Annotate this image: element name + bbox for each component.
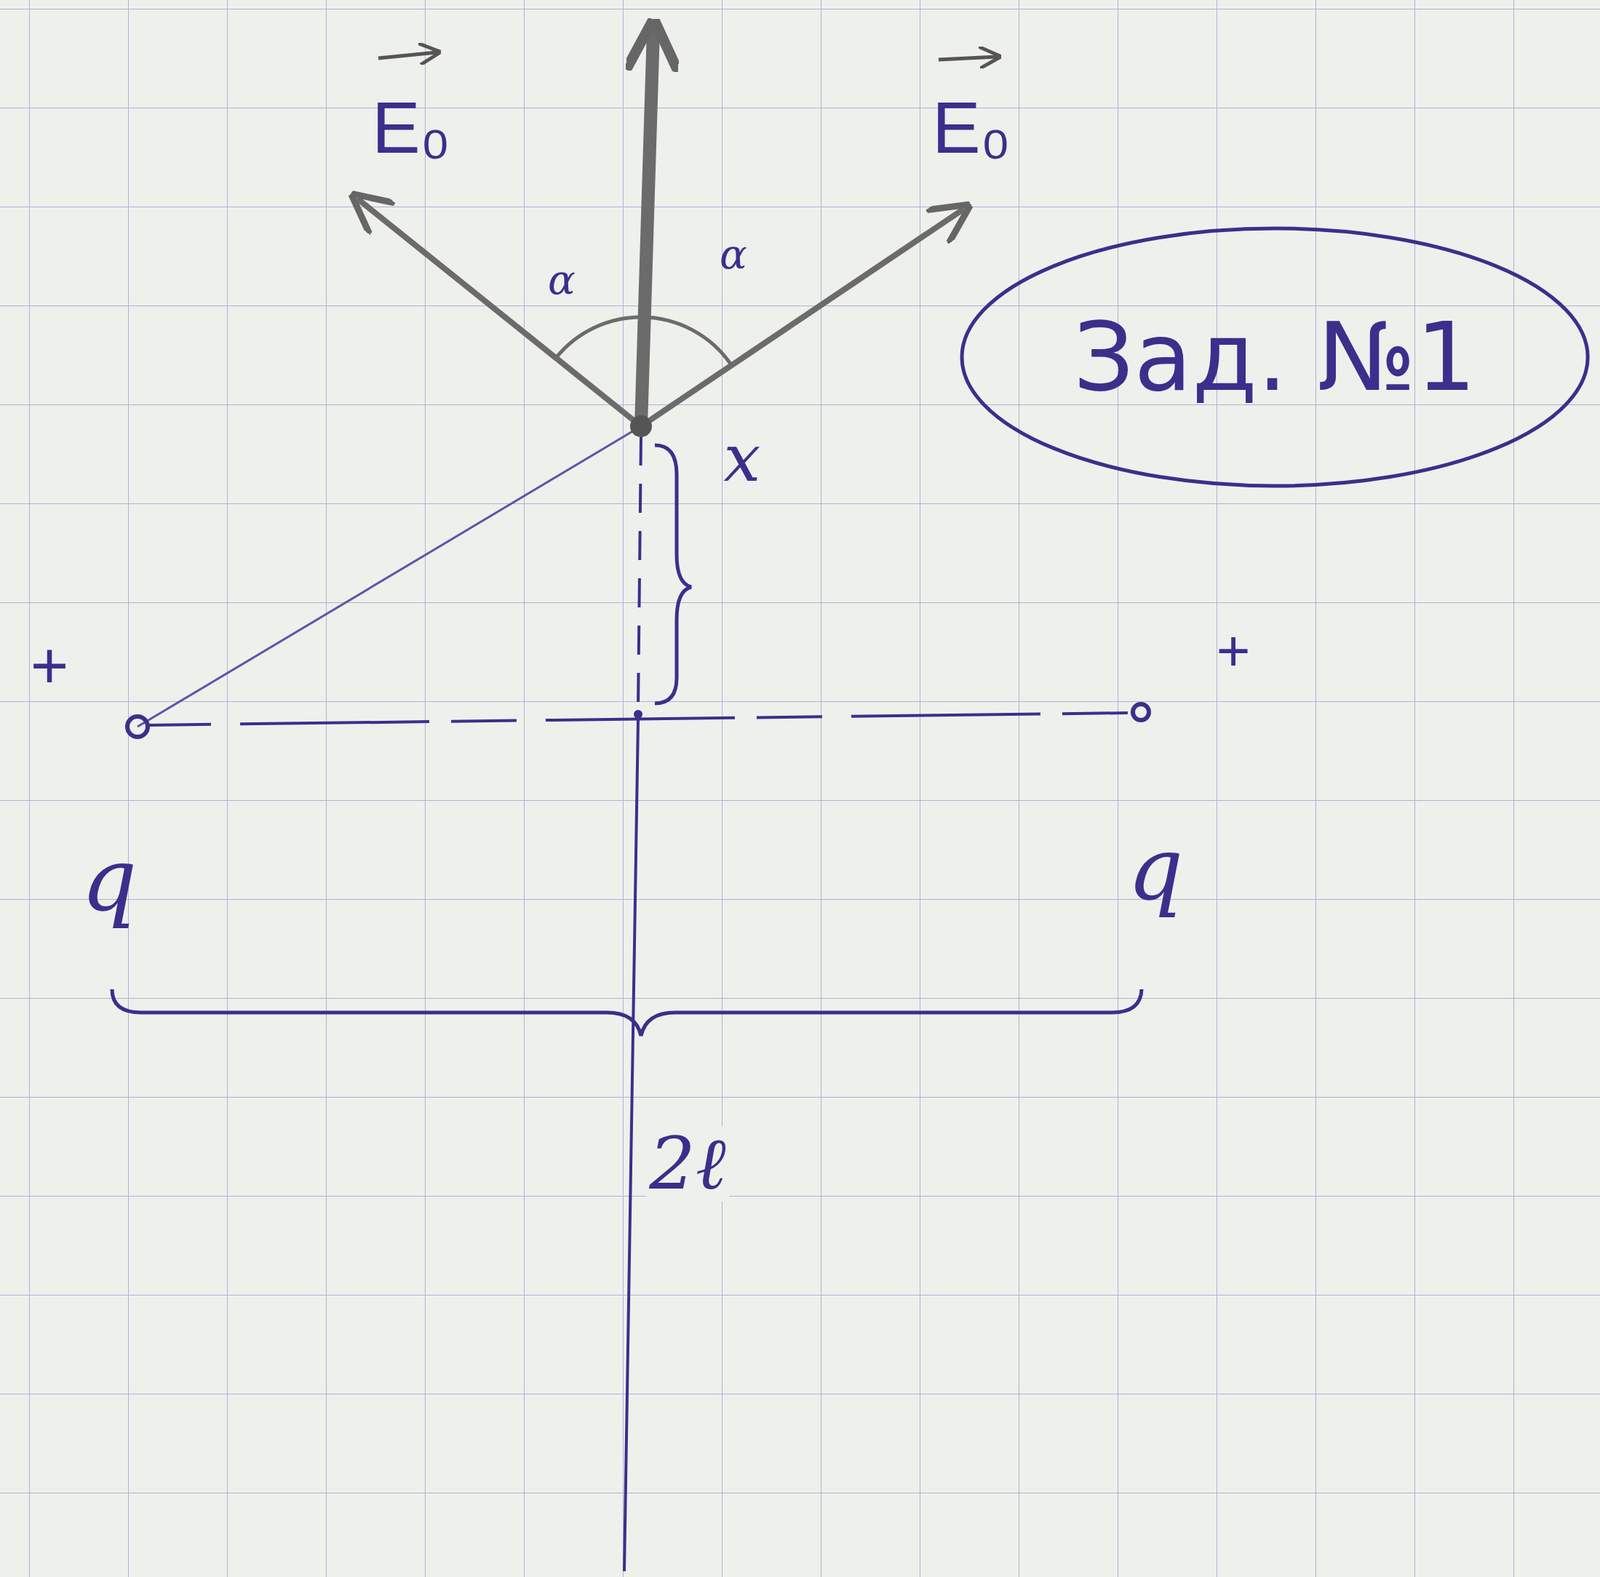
task-title: Зад. №1 xyxy=(1073,309,1476,405)
charge-point xyxy=(1132,704,1149,721)
label-text: x xyxy=(721,424,764,493)
field-vector xyxy=(357,198,642,427)
label-text: + xyxy=(1213,620,1254,682)
label-text: 2ℓ xyxy=(646,1126,729,1203)
angle-arc xyxy=(641,317,732,366)
resultant-vector xyxy=(641,29,654,427)
vector-sign xyxy=(378,52,437,59)
ellipse-outline xyxy=(961,228,1588,487)
field-point xyxy=(630,415,652,438)
label-text: q xyxy=(1124,824,1187,915)
symmetry-line xyxy=(624,720,639,1572)
label-text: E₀ xyxy=(929,89,1014,166)
midpoint xyxy=(633,710,643,719)
height-brace xyxy=(654,445,692,704)
symmetry-line xyxy=(638,436,642,710)
angle-arc xyxy=(555,317,642,358)
vector-sign xyxy=(938,56,997,60)
task-ellipse: Зад. №1 xyxy=(958,224,1592,490)
length-brace xyxy=(112,989,1142,1037)
label-text: q xyxy=(78,835,141,926)
label-text: + xyxy=(27,631,73,700)
distance-line xyxy=(137,426,642,727)
label-text: E₀ xyxy=(368,89,454,166)
label-text: α xyxy=(544,258,579,302)
charge-point xyxy=(127,716,148,738)
field-vector xyxy=(641,208,965,427)
label-text: α xyxy=(716,232,751,277)
